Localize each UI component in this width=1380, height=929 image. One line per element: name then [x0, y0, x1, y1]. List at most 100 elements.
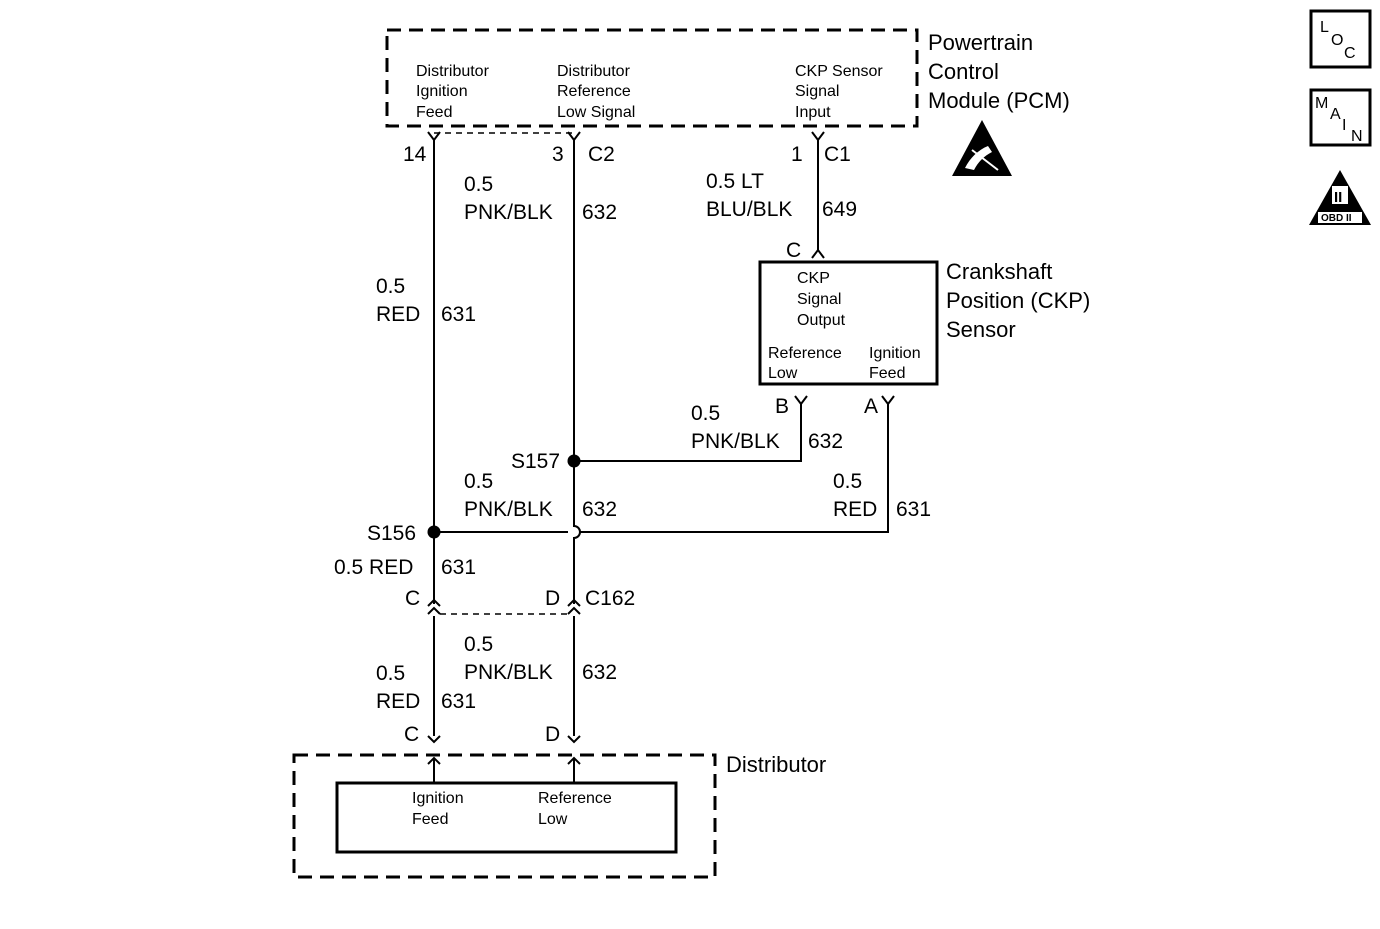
main-icon: M A I N: [1309, 88, 1372, 147]
pcm-name-line1: Powertrain: [928, 30, 1033, 55]
ckp-terminal-signal-line1: CKP: [797, 270, 830, 287]
label-pcm-ign-circuit: 631: [441, 303, 476, 326]
svg-text:A: A: [1330, 106, 1341, 123]
distributor-name: Distributor: [726, 752, 826, 777]
label-low-ign-color: RED: [376, 690, 420, 713]
dist-terminal-ign-line1: Ignition: [412, 790, 464, 807]
label-mid-ref-color: PNK/BLK: [464, 498, 553, 521]
label-ckp-ign-size: 0.5: [833, 470, 862, 493]
dist-terminal-ref-line2: Low: [538, 811, 568, 828]
connector-c162: C D C162: [405, 587, 635, 615]
pcm-pin3-connector: [567, 131, 581, 142]
loc-icon: L O C: [1309, 9, 1372, 69]
ckp-terminal-ign-line2: Feed: [869, 365, 905, 382]
dist-ref-arrow-head: [567, 756, 581, 765]
svg-text:M: M: [1315, 95, 1328, 112]
distributor: Distributor C D Ignition Feed Reference …: [292, 723, 826, 879]
label-ckp-ref-circuit: 632: [808, 430, 843, 453]
c162-pin-c-lower: [427, 606, 441, 615]
ckp-terminal-signal-line3: Output: [797, 312, 846, 329]
label-low-ign-size: 0.5: [376, 662, 405, 685]
label-pcm-ref-size: 0.5: [464, 173, 493, 196]
ckp-terminal-signal-line2: Signal: [797, 291, 841, 308]
pcm-terminal-ign-line1: Distributor: [416, 63, 490, 80]
svg-text:N: N: [1351, 128, 1363, 145]
wire-labels: 0.5 PNK/BLK 632 0.5 LT BLU/BLK 649 0.5 R…: [334, 170, 931, 713]
pcm-pin-1: 1: [791, 143, 803, 166]
pcm-terminal-ckp-line1: CKP Sensor: [795, 63, 883, 80]
label-pcm-ckp-color: BLU/BLK: [706, 198, 792, 221]
ckp-pin-b-connector: [794, 395, 808, 406]
c162-pin-c-upper: [427, 598, 441, 607]
dist-ign-arrow-head: [427, 756, 441, 765]
pcm-terminal-ref-line1: Distributor: [557, 63, 631, 80]
pcm-module: Powertrain Control Module (PCM) Distribu…: [385, 28, 1070, 166]
svg-text:II: II: [1334, 189, 1342, 206]
splice-s157-label: S157: [511, 450, 560, 473]
splice-s156-label: S156: [367, 522, 416, 545]
label-ckp-ign-circuit: 631: [896, 498, 931, 521]
dist-terminal-ref-line1: Reference: [538, 790, 612, 807]
esd-sensitive-icon: [952, 120, 1012, 176]
label-ign-below-s156-circuit: 631: [441, 556, 476, 579]
pcm-terminal-ign-line3: Feed: [416, 104, 452, 121]
label-pcm-ign-size: 0.5: [376, 275, 405, 298]
pcm-connector-c2: C2: [588, 143, 615, 166]
pcm-pin-3: 3: [552, 143, 564, 166]
pcm-name-line2: Control: [928, 59, 999, 84]
splice-s156-dot: [427, 525, 441, 539]
ckp-pin-c-connector: [811, 248, 825, 259]
ckp-pin-a-connector: [881, 395, 895, 406]
pcm-terminal-ckp-line2: Signal: [795, 83, 839, 100]
label-low-ref-color: PNK/BLK: [464, 661, 553, 684]
wires: [427, 140, 889, 736]
label-ckp-ign-color: RED: [833, 498, 877, 521]
svg-text:C: C: [1344, 45, 1356, 62]
ckp-name-line3: Sensor: [946, 317, 1016, 342]
c162-pin-d: D: [545, 587, 560, 610]
wire-631-s156-to-ckp: [434, 404, 889, 533]
ckp-pin-c: C: [786, 239, 801, 262]
c162-name: C162: [585, 587, 635, 610]
svg-text:OBD II: OBD II: [1321, 213, 1352, 224]
label-pcm-ref-color: PNK/BLK: [464, 201, 553, 224]
dist-pin-d: D: [545, 723, 560, 746]
label-pcm-ckp-circuit: 649: [822, 198, 857, 221]
distributor-box: [335, 781, 678, 854]
distributor-boundary: [292, 753, 717, 879]
svg-text:L: L: [1320, 19, 1329, 36]
pcm-pin-14: 14: [403, 143, 427, 166]
label-pcm-ckp-size: 0.5 LT: [706, 170, 764, 193]
pcm-terminal-ign-line2: Ignition: [416, 83, 468, 100]
pcm-terminal-ref-line2: Reference: [557, 83, 631, 100]
dist-pin-d-connector: [567, 735, 581, 744]
ckp-terminal-ref-line1: Reference: [768, 345, 842, 362]
label-ign-below-s156: 0.5 RED: [334, 556, 413, 579]
pcm-terminal-ref-line3: Low Signal: [557, 104, 635, 121]
label-mid-ref-circuit: 632: [582, 498, 617, 521]
pcm-connector-c1: C1: [824, 143, 851, 166]
pcm-pin1-connector: [811, 131, 825, 142]
label-ckp-ref-size: 0.5: [691, 402, 720, 425]
label-low-ign-circuit: 631: [441, 690, 476, 713]
label-low-ref-circuit: 632: [582, 661, 617, 684]
label-pcm-ref-circuit: 632: [582, 201, 617, 224]
wire-632-s157-to-ckp: [574, 404, 802, 462]
c162-pin-c: C: [405, 587, 420, 610]
ckp-pin-a: A: [864, 395, 878, 418]
ckp-terminal-ign-line1: Ignition: [869, 345, 921, 362]
label-mid-ref-size: 0.5: [464, 470, 493, 493]
dist-pin-c-connector: [427, 735, 441, 744]
ckp-sensor-box: [758, 260, 939, 386]
label-low-ref-size: 0.5: [464, 633, 493, 656]
ckp-name-line2: Position (CKP): [946, 288, 1090, 313]
obd-ii-icon: II OBD II: [1309, 170, 1371, 225]
dist-pin-c: C: [404, 723, 419, 746]
splice-s157-dot: [567, 454, 581, 468]
ckp-name-line1: Crankshaft: [946, 259, 1052, 284]
pcm-boundary: [385, 28, 919, 128]
dist-terminal-ign-line2: Feed: [412, 811, 448, 828]
label-pcm-ign-color: RED: [376, 303, 420, 326]
wire-632-pcm-to-c162: [573, 140, 581, 604]
